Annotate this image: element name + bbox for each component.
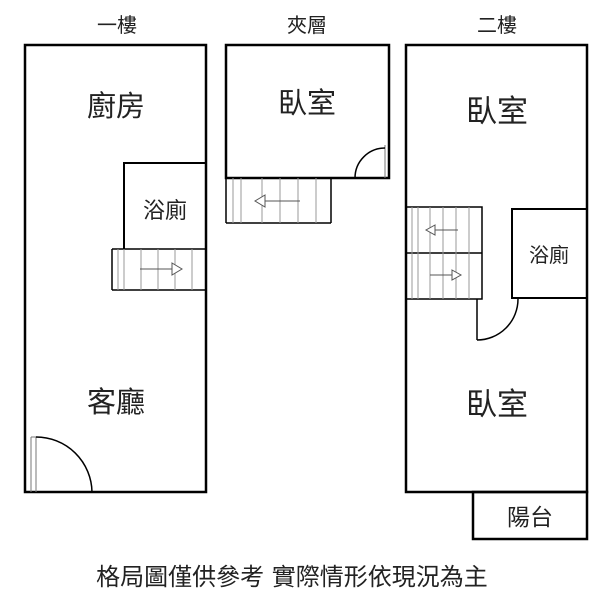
- disclaimer-text: 格局圖僅供參考 實際情形依現況為主: [96, 563, 488, 591]
- balcony-outline: [471, 490, 589, 541]
- first-bath-wall: [123, 162, 206, 249]
- second-floor-stairs: [405, 206, 483, 300]
- arrow-left-icon: [254, 194, 266, 208]
- floor-label-mezzanine: 夾層: [287, 13, 327, 37]
- second-bath-wall: [511, 208, 588, 299]
- arrow-right-icon: [451, 269, 463, 281]
- first-floor-outline: [23, 43, 208, 494]
- mezzanine-stairs: [225, 178, 332, 224]
- arrow-left-icon: [424, 224, 436, 236]
- floor-label-first: 一樓: [97, 13, 137, 37]
- first-floor-door: [30, 436, 93, 493]
- floor-label-second: 二樓: [477, 13, 517, 37]
- mezzanine-outline: [224, 43, 391, 180]
- room-label-living: 客廳: [87, 385, 145, 419]
- second-floor-door: [476, 298, 519, 341]
- mezzanine-floor: 臥室: [224, 43, 391, 224]
- room-label-bedroom-mezzanine: 臥室: [278, 86, 336, 120]
- second-floor: 臥室 浴廁 臥室: [404, 43, 589, 494]
- first-floor: 廚房 浴廁 客廳: [23, 43, 208, 494]
- first-floor-stairs: [111, 248, 206, 291]
- room-label-bath-second: 浴廁: [529, 243, 569, 267]
- room-label-bedroom-second-top: 臥室: [466, 94, 528, 130]
- balcony: 陽台: [471, 490, 589, 541]
- room-label-bedroom-second-bottom: 臥室: [466, 387, 528, 423]
- room-label-bath-first: 浴廁: [143, 199, 187, 224]
- room-label-kitchen: 廚房: [87, 89, 145, 123]
- room-label-balcony: 陽台: [507, 505, 553, 531]
- mezzanine-door: [354, 145, 386, 179]
- arrow-right-icon: [171, 262, 183, 276]
